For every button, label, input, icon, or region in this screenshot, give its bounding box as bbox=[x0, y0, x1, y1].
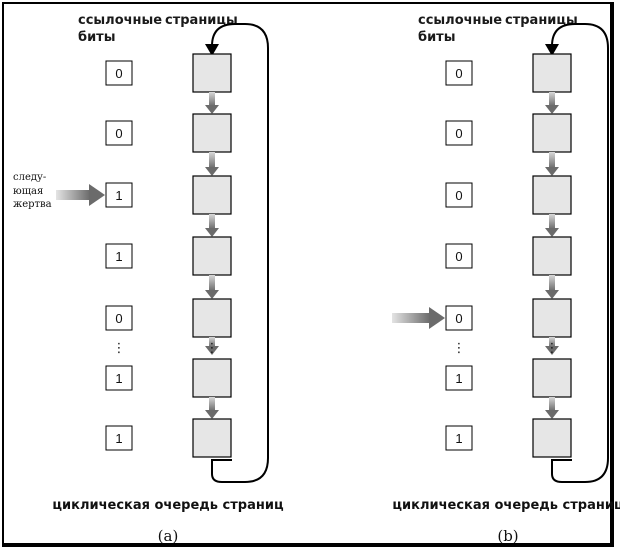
bit-ellipsis: ⋮ bbox=[453, 341, 466, 356]
page-box bbox=[192, 113, 232, 153]
queue-caption: циклическая очередь страниц bbox=[392, 498, 620, 513]
gradient-down-arrow-icon bbox=[205, 167, 219, 176]
gradient-down-arrow-icon bbox=[205, 346, 219, 355]
bit-value: 0 bbox=[115, 311, 122, 326]
page-ellipsis: ⋮ bbox=[206, 341, 219, 356]
gradient-down-arrow-icon bbox=[545, 167, 559, 176]
bits-header-line1: ссылочные bbox=[78, 13, 162, 28]
circular-return-arrow-icon bbox=[551, 23, 609, 483]
down-arrow-shaft bbox=[549, 92, 555, 106]
page-box bbox=[532, 358, 572, 398]
page-box bbox=[532, 298, 572, 338]
bit-value: 1 bbox=[115, 249, 122, 264]
gradient-down-arrow-icon bbox=[545, 410, 559, 419]
gradient-right-arrow-icon bbox=[429, 307, 445, 329]
down-arrow-shaft bbox=[209, 397, 215, 411]
bit-value: 1 bbox=[115, 371, 122, 386]
down-arrow-shaft bbox=[549, 214, 555, 229]
bit-box bbox=[445, 305, 473, 331]
bit-box bbox=[445, 425, 473, 451]
page-box bbox=[192, 418, 232, 458]
gradient-down-arrow-icon bbox=[205, 228, 219, 237]
victim-label-line: жертва bbox=[13, 199, 52, 210]
victim-label-line: ющая bbox=[13, 186, 43, 197]
bit-box bbox=[105, 182, 133, 208]
bit-value: 1 bbox=[455, 371, 462, 386]
down-arrow-shaft bbox=[209, 337, 215, 347]
bit-value: 0 bbox=[455, 311, 462, 326]
bit-value: 1 bbox=[455, 431, 462, 446]
page-box bbox=[532, 113, 572, 153]
bit-value: 0 bbox=[455, 188, 462, 203]
bit-box bbox=[105, 243, 133, 269]
page-box bbox=[192, 236, 232, 276]
gradient-down-arrow-icon bbox=[205, 105, 219, 114]
page-box bbox=[192, 298, 232, 338]
bit-box bbox=[445, 120, 473, 146]
panel-sublabel: (b) bbox=[497, 527, 518, 545]
bit-value: 1 bbox=[115, 431, 122, 446]
page-box bbox=[532, 53, 572, 93]
bit-box bbox=[105, 305, 133, 331]
bit-box bbox=[105, 60, 133, 86]
bits-header-line2: биты bbox=[418, 30, 455, 45]
gradient-down-arrow-icon bbox=[205, 290, 219, 299]
down-arrow-shaft bbox=[209, 152, 215, 168]
gradient-right-arrow-icon bbox=[89, 184, 105, 206]
gradient-down-arrow-icon bbox=[545, 228, 559, 237]
down-arrow-shaft bbox=[209, 214, 215, 229]
page-box bbox=[532, 175, 572, 215]
pages-header: страницы bbox=[165, 13, 238, 28]
bit-value: 0 bbox=[115, 126, 122, 141]
down-arrow-shaft bbox=[549, 275, 555, 291]
page-box bbox=[192, 53, 232, 93]
bit-value: 0 bbox=[455, 126, 462, 141]
bits-header-line1: ссылочные bbox=[418, 13, 502, 28]
bit-box bbox=[445, 60, 473, 86]
down-arrow-shaft bbox=[209, 275, 215, 291]
loop-arrowhead-icon bbox=[205, 44, 219, 56]
gradient-down-arrow-icon bbox=[545, 105, 559, 114]
page-box bbox=[192, 358, 232, 398]
page-box bbox=[192, 175, 232, 215]
down-arrow-shaft bbox=[209, 92, 215, 106]
panel-sublabel: (a) bbox=[158, 527, 179, 545]
down-arrow-shaft bbox=[549, 152, 555, 168]
bit-box bbox=[445, 182, 473, 208]
bit-box bbox=[445, 243, 473, 269]
bit-box bbox=[445, 365, 473, 391]
down-arrow-shaft bbox=[549, 337, 555, 347]
bit-ellipsis: ⋮ bbox=[113, 341, 126, 356]
page-ellipsis: ⋮ bbox=[546, 341, 559, 356]
gradient-down-arrow-icon bbox=[205, 410, 219, 419]
bits-header-line2: биты bbox=[78, 30, 115, 45]
pages-header: страницы bbox=[505, 13, 578, 28]
bit-box bbox=[105, 120, 133, 146]
page-box bbox=[532, 418, 572, 458]
circular-return-arrow-icon bbox=[211, 23, 269, 483]
bit-value: 0 bbox=[115, 66, 122, 81]
pointer-shaft bbox=[56, 190, 90, 200]
victim-label-line: следу- bbox=[13, 172, 46, 183]
bit-value: 0 bbox=[455, 66, 462, 81]
gradient-down-arrow-icon bbox=[545, 290, 559, 299]
queue-caption: циклическая очередь страниц bbox=[52, 498, 284, 513]
page-box bbox=[532, 236, 572, 276]
bit-box bbox=[105, 365, 133, 391]
bit-value: 0 bbox=[455, 249, 462, 264]
bit-value: 1 bbox=[115, 188, 122, 203]
loop-arrowhead-icon bbox=[545, 44, 559, 56]
gradient-down-arrow-icon bbox=[545, 346, 559, 355]
diagram-frame bbox=[2, 2, 614, 547]
pointer-shaft bbox=[392, 313, 430, 323]
bit-box bbox=[105, 425, 133, 451]
down-arrow-shaft bbox=[549, 397, 555, 411]
